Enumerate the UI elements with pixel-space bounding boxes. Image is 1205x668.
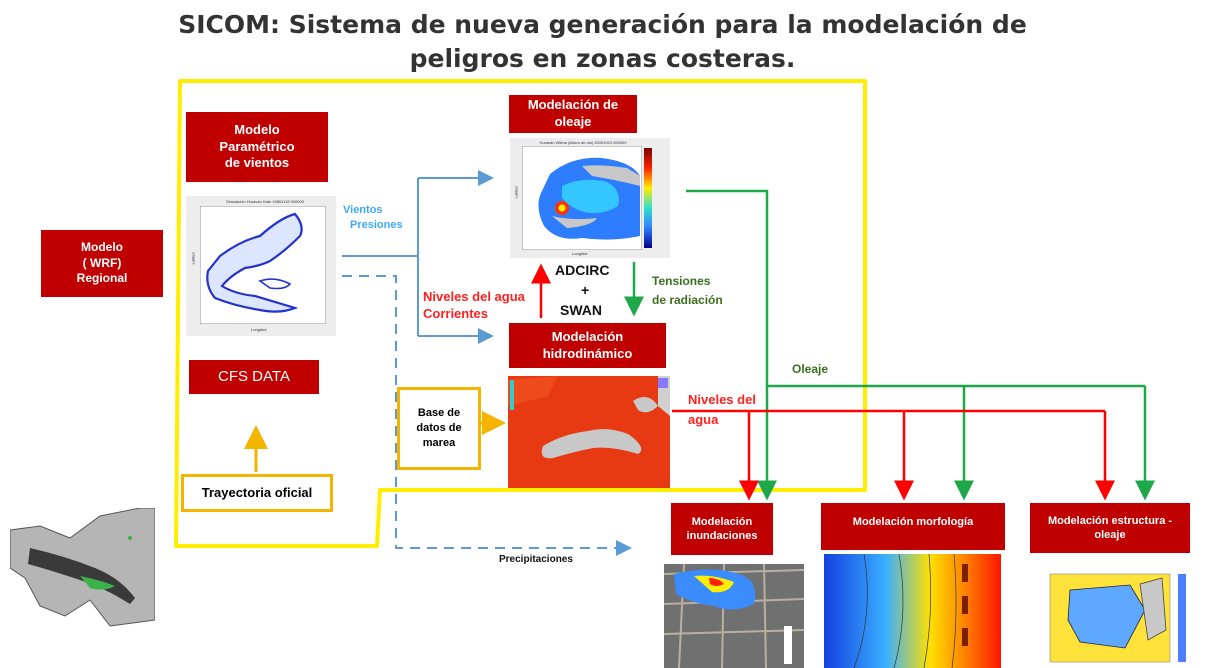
inundaciones-line-2: inundaciones — [686, 530, 758, 542]
trayectoria-box: Trayectoria oficial — [181, 474, 333, 512]
oleaje-bus — [767, 384, 1147, 498]
tensiones-label: Tensiones de radiación — [652, 272, 723, 310]
wave-plot-title: Huracán Wilma (Altura de ola) 20051023 0… — [539, 140, 627, 145]
adcirc-label: ADCIRC — [555, 262, 610, 278]
presiones-label: Presiones — [350, 219, 403, 231]
estructura-map — [1049, 573, 1186, 663]
yellow-frame — [174, 79, 867, 548]
hydro-model-line-2: hidrodinámico — [542, 345, 633, 361]
niveles-agua-line-1: Niveles del — [688, 392, 756, 407]
estructura-line-2: oleaje — [1094, 529, 1126, 541]
vientos-label: Vientos — [343, 204, 383, 216]
cfs-data-label: CFS DATA — [218, 368, 290, 386]
niveles-agua-label: Niveles del agua — [688, 390, 756, 430]
precip-arrow — [342, 275, 632, 556]
morfologia-image — [824, 554, 1001, 668]
wave-plot-map — [522, 146, 642, 250]
title-line-1: SICOM: Sistema de nueva generación para … — [178, 10, 1027, 39]
wind-model-line-1: Modelo — [234, 121, 280, 137]
wind-plot-image: Simulación Huracán Kate 19851118 000000 … — [186, 196, 336, 336]
wrf-line-1: Modelo — [81, 240, 123, 255]
wind-plot-xlabel: Longitud — [251, 327, 267, 332]
niveles-corrientes-line-1: Niveles del agua — [423, 289, 525, 304]
estructura-image — [1040, 570, 1192, 668]
cfs-data-box: CFS DATA — [189, 360, 319, 394]
marea-line-3: marea — [422, 436, 456, 449]
estructura-box: Modelación estructura - oleaje — [1030, 503, 1190, 553]
inundaciones-box: Modelación inundaciones — [671, 503, 773, 555]
marea-line-1: Base de — [417, 407, 461, 420]
wave-plot-image: Huracán Wilma (Altura de ola) 20051023 0… — [510, 138, 670, 258]
niveles-line — [672, 409, 1107, 498]
oleaje-label: Oleaje — [792, 362, 829, 376]
wind-arrow-bus — [342, 178, 419, 336]
inundaciones-image — [664, 564, 804, 668]
oleaje-line — [686, 189, 777, 501]
niveles-corrientes-line-2: Corrientes — [423, 306, 489, 321]
inundaciones-map — [664, 564, 804, 668]
marea-box: Base de datos de marea — [397, 387, 481, 470]
trayectoria-label: Trayectoria oficial — [201, 485, 313, 501]
morfologia-box: Modelación morfología — [821, 503, 1005, 550]
wind-plot-ylabel: Latitud — [190, 252, 196, 265]
wave-plot-xlabel: Longitud — [572, 251, 588, 256]
wind-model-box: Modelo Paramétrico de vientos — [186, 112, 328, 182]
swan-label: SWAN — [560, 302, 602, 318]
wave-model-box: Modelación de oleaje — [509, 95, 637, 133]
niveles-agua-line-2: agua — [688, 412, 719, 427]
niveles-corrientes-label: Niveles del agua Corrientes — [423, 288, 525, 322]
precipitaciones-label: Precipitaciones — [499, 554, 573, 565]
wave-model-line-1: Modelación de — [527, 97, 619, 113]
wrf-line-2: ( WRF) — [82, 255, 122, 270]
wrf-model-box: Modelo ( WRF) Regional — [41, 230, 163, 297]
morfologia-label: Modelación morfología — [852, 516, 974, 528]
wind-model-line-3: de vientos — [224, 155, 290, 171]
wave-colorbar — [644, 148, 652, 248]
wind-plot-title: Simulación Huracán Kate 19851118 000000 — [226, 199, 304, 204]
mesh-map — [10, 508, 155, 627]
tensiones-line-2: de radiación — [652, 293, 723, 307]
plus-label: + — [581, 282, 590, 298]
title-line-2: peligros en zonas costeras. — [409, 44, 796, 73]
wind-model-line-2: Paramétrico — [219, 138, 295, 154]
page-title: SICOM: Sistema de nueva generación para … — [0, 8, 1205, 76]
wind-plot-map — [200, 206, 326, 324]
morfologia-map — [824, 554, 1001, 668]
inundaciones-line-1: Modelación — [691, 515, 753, 528]
estructura-line-1: Modelación estructura - — [1047, 514, 1173, 527]
marea-line-2: datos de — [416, 422, 462, 435]
hydro-plot-map — [508, 376, 670, 488]
hydro-plot-image — [508, 376, 670, 488]
wave-model-line-2: oleaje — [554, 114, 592, 129]
tensiones-line-1: Tensiones — [652, 274, 711, 288]
mesh-image — [10, 508, 155, 628]
hydro-model-line-1: Modelación — [551, 328, 624, 344]
wrf-line-3: Regional — [76, 271, 128, 286]
hydro-model-box: Modelación hidrodinámico — [509, 323, 666, 368]
wave-plot-ylabel: Latitud — [513, 186, 519, 199]
